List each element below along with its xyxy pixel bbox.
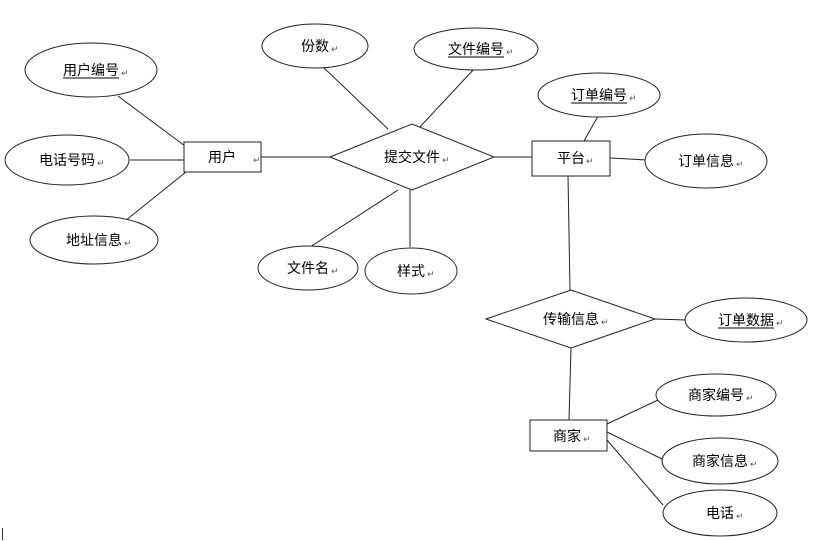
line-platform-transmit	[567, 175, 571, 291]
return-mark: ↵	[629, 94, 637, 104]
attribute-style-ellipse	[364, 247, 458, 295]
return-mark: ↵	[746, 394, 754, 404]
line-platform-orderid	[583, 115, 599, 142]
relationship-submit-file-diamond	[328, 123, 496, 191]
attribute-user-id-ellipse	[24, 42, 158, 98]
attribute-order-info-label: 订单信息	[678, 153, 734, 170]
attribute-merchant-info-ellipse	[661, 437, 779, 485]
entity-merchant-box	[529, 419, 608, 452]
return-mark: ↵	[331, 267, 339, 277]
attribute-merchant-info: 商家信息 ↵	[661, 437, 779, 485]
line-platform-orderinfo	[609, 157, 648, 161]
attribute-merchant-id: 商家编号 ↵	[655, 373, 777, 417]
attribute-order-data-label: 订单数据	[718, 313, 774, 329]
return-mark: ↵	[253, 156, 261, 166]
attribute-file-id-label: 文件编号	[448, 42, 504, 58]
return-mark: ↵	[124, 239, 132, 249]
return-mark: ↵	[427, 270, 435, 280]
entity-platform-label: 平台	[557, 151, 585, 167]
attribute-file-name: 文件名 ↵	[257, 245, 359, 291]
entity-user-box	[183, 141, 262, 173]
entity-platform: 平台 ↵	[531, 140, 611, 177]
relationship-submit-file: 提交文件 ↵	[328, 123, 496, 191]
return-mark: ↵	[601, 318, 609, 328]
attribute-copies-ellipse	[261, 23, 369, 69]
attribute-file-id-ellipse	[413, 27, 539, 71]
attribute-merchant-id-ellipse	[655, 373, 777, 417]
attribute-phone-number: 电话号码 ↵	[4, 134, 130, 186]
attribute-address-info: 地址信息 ↵	[29, 215, 159, 265]
return-mark: ↵	[736, 512, 744, 522]
line-submit-fileid	[417, 67, 476, 130]
attribute-order-info-ellipse	[644, 133, 768, 189]
entity-user: 用户 ↵	[183, 141, 262, 173]
line-merchant-telephone	[606, 439, 664, 506]
attribute-order-info: 订单信息 ↵	[644, 133, 768, 189]
relationship-transmit-info: 传输信息 ↵	[484, 289, 657, 349]
attribute-order-data-ellipse	[684, 297, 808, 343]
attribute-style: 样式 ↵	[364, 247, 458, 295]
attribute-order-id-label: 订单编号	[571, 88, 627, 104]
return-mark: ↵	[506, 48, 514, 58]
attribute-order-id-ellipse	[537, 72, 661, 118]
relationship-submit-file-label: 提交文件	[384, 149, 440, 166]
return-mark: ↵	[442, 156, 450, 166]
attribute-user-id-label: 用户编号	[63, 62, 119, 79]
return-mark: ↵	[583, 435, 591, 445]
attribute-style-label: 样式	[397, 264, 425, 280]
line-submit-copies	[321, 65, 389, 130]
relationship-transmit-info-diamond	[484, 289, 657, 349]
connector-lines	[117, 65, 687, 506]
attribute-telephone-ellipse	[662, 489, 778, 537]
return-mark: ↵	[121, 69, 129, 79]
attribute-address-info-label: 地址信息	[66, 232, 122, 249]
attribute-file-name-ellipse	[257, 245, 359, 291]
attribute-order-data: 订单数据 ↵	[684, 297, 808, 343]
attribute-order-id: 订单编号 ↵	[537, 72, 661, 118]
entity-user-label: 用户	[208, 149, 236, 166]
attribute-phone-number-ellipse	[4, 134, 130, 186]
attribute-user-id: 用户编号 ↵	[24, 42, 158, 98]
attribute-file-id: 文件编号 ↵	[413, 27, 539, 71]
line-user-address	[124, 171, 187, 222]
attribute-merchant-id-label: 商家编号	[688, 387, 744, 404]
return-mark: ↵	[331, 45, 339, 55]
line-merchant-merchantid	[606, 399, 659, 425]
line-submit-filename	[309, 189, 399, 248]
return-mark: ↵	[586, 157, 594, 167]
return-mark: ↵	[97, 159, 105, 169]
line-transmit-merchant	[568, 347, 572, 421]
entity-platform-box	[531, 140, 611, 177]
attribute-phone-number-label: 电话号码	[39, 153, 95, 169]
attribute-telephone-label: 电话	[706, 506, 734, 522]
attribute-copies-label: 份数	[301, 39, 329, 55]
entity-merchant: 商家 ↵	[529, 419, 608, 452]
attribute-address-info-ellipse	[29, 215, 159, 265]
return-mark: ↵	[776, 319, 784, 329]
line-user-userid	[117, 95, 186, 147]
line-transmit-orderdata	[654, 318, 687, 321]
text-cursor	[2, 528, 3, 540]
attribute-file-name-label: 文件名	[287, 261, 329, 277]
line-merchant-merchantinfo	[606, 431, 665, 461]
return-mark: ↵	[750, 460, 758, 470]
attribute-copies: 份数 ↵	[261, 23, 369, 69]
return-mark: ↵	[736, 160, 744, 170]
attribute-merchant-info-label: 商家信息	[692, 453, 748, 470]
entity-merchant-label: 商家	[553, 428, 581, 445]
attribute-telephone: 电话 ↵	[662, 489, 778, 537]
relationship-transmit-info-label: 传输信息	[543, 311, 599, 328]
